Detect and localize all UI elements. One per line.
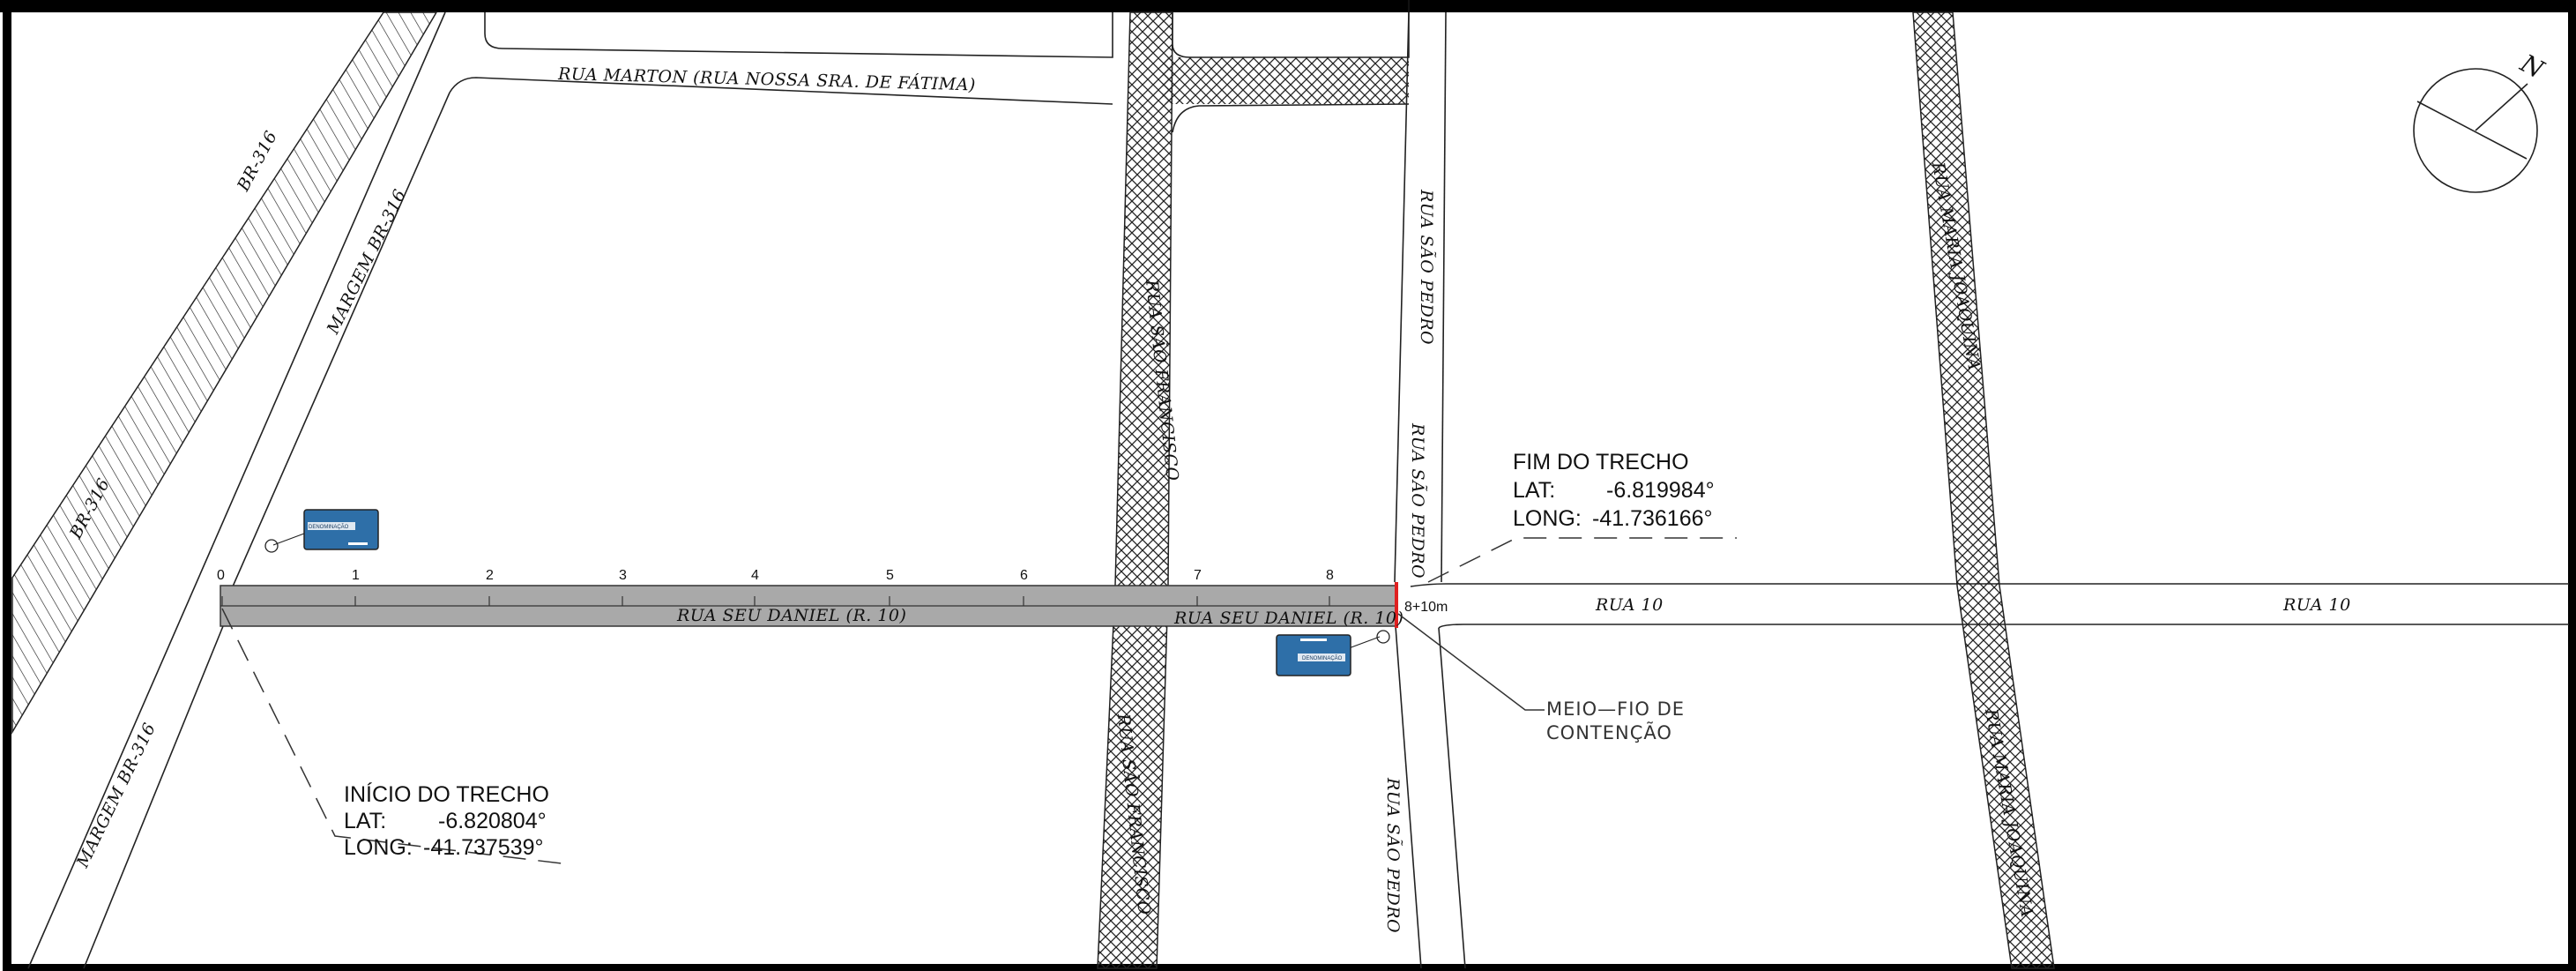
compass-cross-icon [2416, 101, 2528, 160]
end-lat-label: LAT: [1513, 478, 1555, 503]
meio-fio-leader [1397, 613, 1545, 711]
margem-br316-edge-right-lower [83, 625, 224, 969]
end-long-value: -41.736166° [1592, 506, 1713, 531]
north-arrow: N [2413, 49, 2550, 193]
start-long-value: -41.737539° [423, 835, 544, 860]
rua10-edge-top [1410, 583, 2569, 587]
sign-2-label: DENOMINAÇÃO [1302, 655, 1343, 661]
start-lat-value: -6.820804° [438, 809, 547, 833]
label-seu-daniel-2: RUA SEU DANIEL (R. 10) [1173, 609, 1403, 628]
meio-fio-line1: MEIO—FIO DE [1546, 698, 1685, 720]
block-top-left [484, 12, 1113, 58]
rua-maria-joaquina-band [1912, 11, 2055, 969]
compass-needle-icon [2475, 83, 2528, 131]
station-4: 4 [751, 568, 759, 583]
north-label: N [2515, 49, 2550, 86]
label-sao-pedro-mid: RUA SÃO PEDRO [1408, 422, 1427, 579]
label-rua10-b: RUA 10 [2282, 595, 2351, 615]
station-5: 5 [886, 568, 894, 583]
crosshatch-connector [1162, 57, 1409, 104]
sao-pedro-edge-left-bottom [1395, 625, 1422, 969]
station-0: 0 [217, 568, 225, 583]
station-8: 8 [1326, 568, 1334, 583]
sao-pedro-edge-left-top-draw [1394, 11, 1410, 583]
end-title: FIM DO TRECHO [1513, 450, 1689, 474]
sign-2-post-icon [1376, 630, 1390, 644]
margem-br316-edge-right [222, 92, 450, 609]
sign-1-label-strip [308, 522, 355, 530]
sign-2-label-strip [1298, 654, 1345, 661]
block-top-mid-lower [1172, 103, 1410, 133]
block-top-left-lower [449, 77, 1113, 105]
station-2: 2 [486, 568, 494, 583]
station-3: 3 [619, 568, 627, 583]
sao-pedro-edge-right-bottom [1438, 627, 1466, 969]
compass-circle-icon [2413, 68, 2538, 193]
label-sao-pedro-top: RUA SÃO PEDRO [1417, 189, 1436, 345]
sign-2-top-bar [1300, 639, 1327, 641]
br316-hatched-band [11, 11, 438, 735]
sign-1-post-icon [264, 539, 279, 553]
margem-br316-edge-left [27, 11, 446, 969]
station-1: 1 [352, 568, 360, 583]
label-rua10-a: RUA 10 [1595, 595, 1664, 615]
rua10-edge-bottom [1438, 624, 2569, 629]
station-6: 6 [1020, 568, 1028, 583]
sign-1-bottom-bar [348, 542, 368, 545]
end-station-label: 8+10m [1404, 600, 1448, 615]
label-sao-pedro-bottom: RUA SÃO PEDRO [1383, 777, 1403, 933]
start-lat-label: LAT: [344, 809, 386, 833]
station-ticks [221, 596, 1330, 606]
sao-pedro-edge-right-top [1441, 11, 1447, 583]
sign-1: DENOMINAÇÃO [264, 509, 379, 553]
end-marker [1395, 582, 1398, 628]
end-lat-value: -6.819984° [1606, 478, 1715, 503]
sign-1-label: DENOMINAÇÃO [309, 524, 349, 530]
block-top-mid [1172, 12, 1410, 58]
start-leader-line [221, 608, 570, 865]
start-title: INÍCIO DO TRECHO [344, 781, 549, 807]
station-7: 7 [1194, 568, 1202, 583]
label-seu-daniel-1: RUA SEU DANIEL (R. 10) [676, 606, 906, 625]
sign-2: DENOMINAÇÃO [1276, 630, 1390, 676]
meio-fio-line2: CONTENÇÃO [1546, 721, 1672, 743]
end-long-label: LONG: [1513, 506, 1582, 531]
start-long-label: LONG: [344, 835, 413, 860]
end-leader-line [1427, 537, 1737, 583]
drawing-frame [3, 0, 2576, 971]
label-margem-br316-bottom: MARGEM BR-316 [72, 720, 160, 871]
